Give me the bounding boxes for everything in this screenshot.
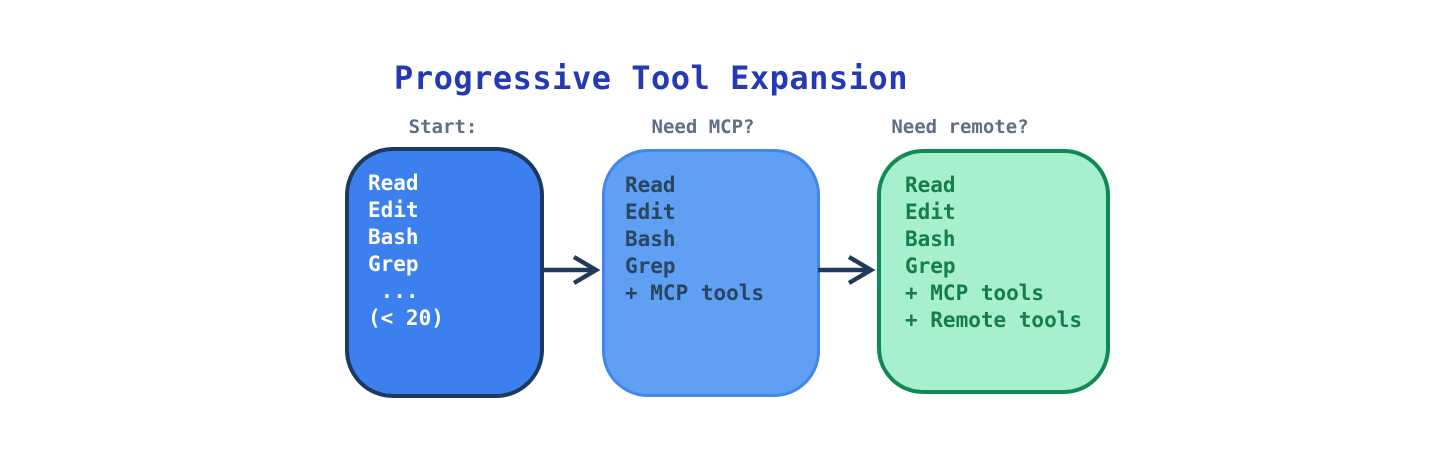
- tool-line: Grep: [905, 254, 956, 278]
- tool-line: Read: [625, 173, 676, 197]
- tool-line: + MCP tools: [905, 281, 1045, 305]
- tool-line: Edit: [625, 200, 676, 224]
- tool-line: + MCP tools: [625, 281, 765, 305]
- tool-line: Grep: [368, 252, 419, 276]
- tool-line: Bash: [625, 227, 676, 251]
- tool-line: Grep: [625, 254, 676, 278]
- tool-line: + Remote tools: [905, 308, 1083, 332]
- stage-label-start: Start:: [408, 116, 478, 138]
- tool-line: Edit: [368, 198, 419, 222]
- tool-line: Edit: [905, 200, 956, 224]
- tool-line: Bash: [905, 227, 956, 251]
- tool-line: Read: [905, 173, 956, 197]
- tool-line: (< 20): [368, 306, 444, 330]
- arrow-right-icon: [543, 248, 601, 292]
- page-title: Progressive Tool Expansion: [394, 59, 908, 97]
- arrow-right-icon: [818, 248, 876, 292]
- tool-line: Bash: [368, 225, 419, 249]
- tool-line: Read: [368, 171, 419, 195]
- stage-label-need-remote: Need remote?: [891, 116, 1029, 138]
- stage-label-need-mcp: Need MCP?: [651, 116, 755, 138]
- tool-line: ...: [368, 279, 419, 303]
